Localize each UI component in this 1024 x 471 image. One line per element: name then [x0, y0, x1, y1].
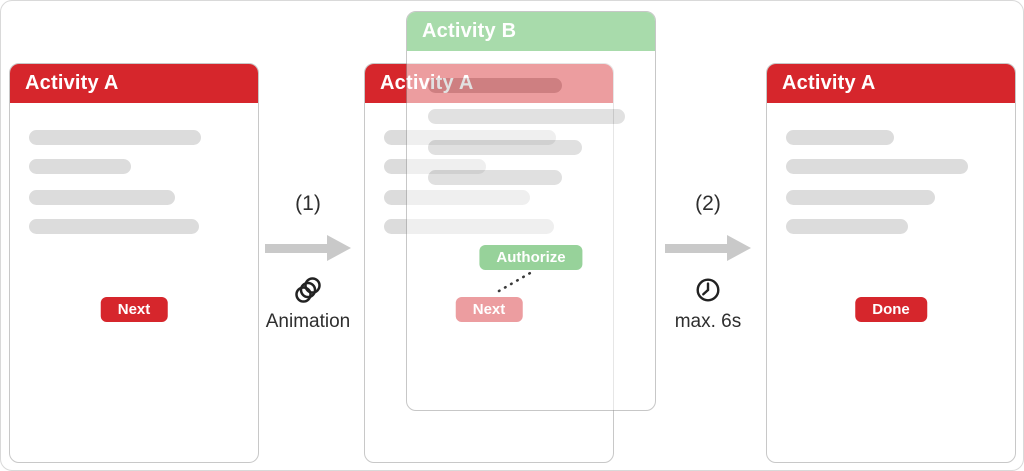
placeholder-text-bar — [428, 140, 582, 155]
placeholder-text-bar — [786, 219, 908, 234]
placeholder-text-bar — [29, 159, 131, 174]
activity-card-a-start: Activity A Next — [9, 63, 259, 463]
activity-card-b-overlay-back: Activity B Authorize — [406, 11, 656, 411]
animation-coil-icon — [295, 277, 321, 303]
arrow-shaft — [265, 243, 327, 253]
card-title-bar: Activity A — [767, 64, 1015, 103]
placeholder-text-bar — [29, 190, 175, 205]
arrow-head — [727, 235, 751, 261]
placeholder-text-bar — [428, 170, 562, 185]
transition-label: Animation — [265, 311, 351, 332]
next-button[interactable]: Next — [100, 297, 168, 322]
placeholder-text-bar — [428, 109, 625, 124]
transition-step-1: (1) Animation — [260, 191, 356, 333]
done-button[interactable]: Done — [855, 297, 927, 322]
placeholder-text-bar — [786, 190, 935, 205]
placeholder-text-bar — [786, 130, 894, 145]
transition-label: max. 6s — [674, 311, 742, 332]
activity-card-a-end: Activity A Done — [766, 63, 1016, 463]
transition-step-number: (2) — [695, 192, 721, 215]
placeholder-text-bar — [428, 78, 562, 93]
arrow-head — [327, 235, 351, 261]
right-arrow-icon — [665, 235, 751, 261]
authorize-button[interactable]: Authorize — [479, 245, 583, 270]
clock-icon — [696, 278, 720, 302]
card-title-bar: Activity A — [10, 64, 258, 103]
placeholder-text-bar — [29, 130, 201, 145]
transition-step-number: (1) — [295, 192, 321, 215]
transition-step-2: (2) max. 6s — [660, 191, 756, 333]
arrow-shaft — [665, 243, 727, 253]
placeholder-text-bar — [786, 159, 968, 174]
card-title-bar: Activity B — [407, 12, 655, 51]
right-arrow-icon — [265, 235, 351, 261]
placeholder-text-bar — [29, 219, 199, 234]
